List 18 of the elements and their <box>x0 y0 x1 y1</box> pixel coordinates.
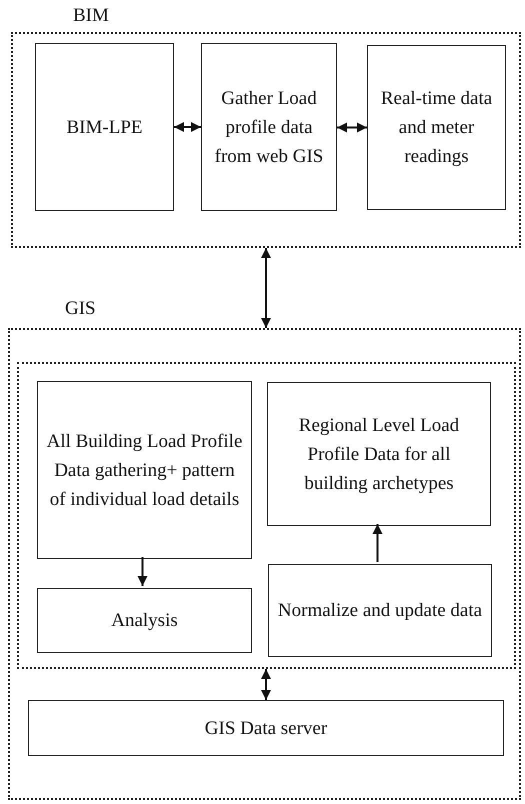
arrow <box>174 122 201 132</box>
process-box: GIS Data server <box>28 700 504 756</box>
arrow <box>138 557 148 586</box>
dotted-group-frame <box>17 362 516 669</box>
group-container <box>8 298 521 800</box>
process-box: Regional Level Load Profile Data for all building archetypes <box>267 382 491 526</box>
process-box: Analysis <box>37 588 252 653</box>
arrow <box>261 669 271 700</box>
arrow <box>372 524 382 562</box>
group-heading: GIS <box>65 298 96 320</box>
arrow <box>261 248 271 328</box>
process-box: All Building Load Profile Data gathering+ pattern of individual load details <box>37 381 252 559</box>
process-box: Real-time data and meter readings <box>367 45 506 210</box>
process-box: Normalize and update data <box>268 564 492 657</box>
process-box: Gather Load profile data from web GIS <box>201 43 337 211</box>
group-heading: BIM <box>73 5 109 27</box>
process-box: BIM-LPE <box>35 43 174 211</box>
arrow <box>337 122 367 132</box>
